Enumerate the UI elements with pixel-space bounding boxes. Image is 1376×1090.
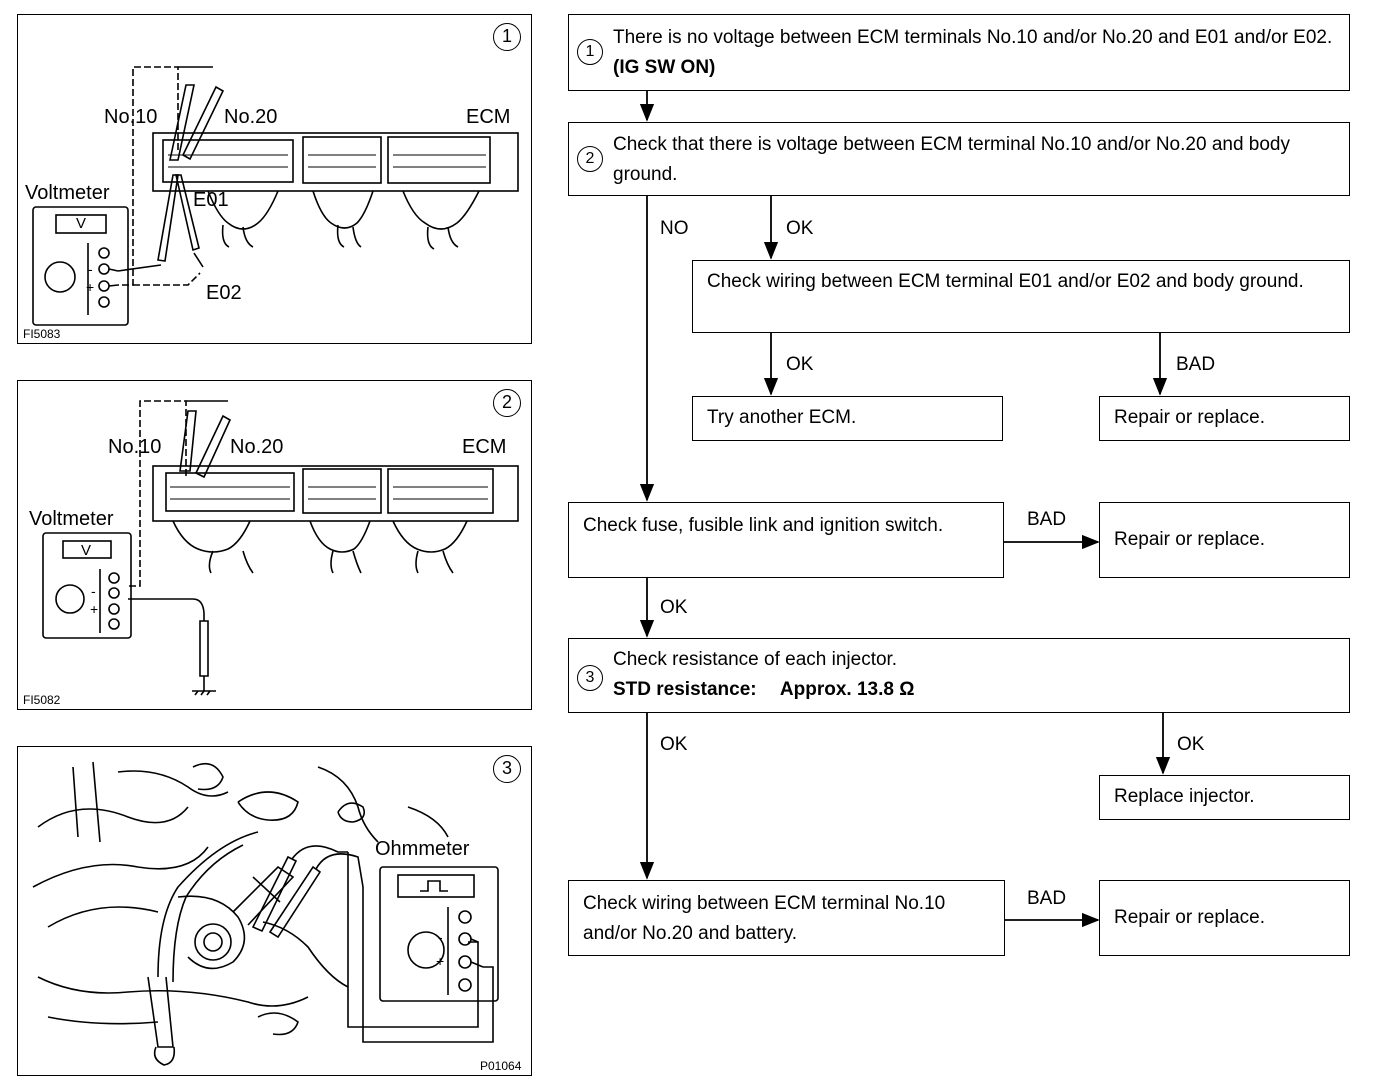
- wiring-ground-box: Check wiring between ECM terminal E01 an…: [692, 260, 1350, 333]
- label-ecm: ECM: [466, 106, 511, 128]
- std-resistance-value: Approx. 13.8 Ω: [779, 679, 915, 700]
- step-1-condition: (IG SW ON): [613, 57, 716, 78]
- figure-2-number: 2: [493, 389, 521, 417]
- label-no20: No.20: [230, 436, 284, 458]
- wiring-battery-box: Check wiring between ECM terminal No.10 …: [568, 880, 1005, 956]
- label-no10: No.10: [108, 436, 162, 458]
- try-another-ecm-box: Try another ECM.: [692, 396, 1003, 441]
- step-2-text: Check that there is voltage between ECM …: [613, 134, 1290, 185]
- label-e01: E01: [193, 189, 229, 211]
- meter-minus: -: [91, 583, 96, 599]
- figure-3-number: 3: [493, 755, 521, 783]
- repair-text-2: Repair or replace.: [1114, 529, 1266, 550]
- figure-2-code: FI5082: [23, 693, 61, 707]
- step-1-box: 1 There is no voltage between ECM termin…: [568, 14, 1350, 91]
- step-1-number: 1: [577, 39, 603, 65]
- try-another-ecm-text: Try another ECM.: [707, 407, 857, 428]
- label-ohmmeter: Ohmmeter: [375, 838, 470, 860]
- figure-1-illustration: [32, 66, 519, 326]
- label-voltmeter: Voltmeter: [25, 182, 110, 204]
- figure-2-panel: 2 No.10 No.20 ECM Voltmeter V - + FI5082: [17, 380, 532, 710]
- label-ok-b: OK: [786, 354, 814, 375]
- meter-plus: +: [90, 601, 99, 617]
- label-bad-c: BAD: [1027, 888, 1067, 909]
- wiring-battery-text: Check wiring between ECM terminal No.10 …: [583, 893, 946, 944]
- label-ok-e: OK: [1177, 734, 1205, 755]
- label-voltmeter: Voltmeter: [29, 508, 114, 530]
- figure-3-code: P01064: [480, 1059, 522, 1073]
- meter-face-v: V: [81, 542, 92, 559]
- figure-1-number: 1: [493, 23, 521, 51]
- repair-text-1: Repair or replace.: [1114, 407, 1266, 428]
- label-ok-a: OK: [786, 218, 814, 239]
- wiring-ground-text: Check wiring between ECM terminal E01 an…: [707, 271, 1304, 292]
- repair-text-3: Repair or replace.: [1114, 907, 1266, 928]
- figure-3-illustration: [32, 761, 499, 1066]
- label-no: NO: [660, 218, 689, 239]
- figure-1-code: FI5083: [23, 327, 61, 341]
- repair-box-2: Repair or replace.: [1099, 502, 1350, 578]
- step-3-text: Check resistance of each injector.: [613, 649, 898, 670]
- repair-box-3: Repair or replace.: [1099, 880, 1350, 956]
- label-e02: E02: [206, 282, 242, 304]
- step-2-number: 2: [577, 146, 603, 172]
- replace-injector-box: Replace injector.: [1099, 775, 1350, 820]
- label-bad-a: BAD: [1176, 354, 1216, 375]
- label-ok-d: OK: [660, 734, 688, 755]
- step-1-text: There is no voltage between ECM terminal…: [613, 27, 1333, 48]
- fuse-check-box: Check fuse, fusible link and ignition sw…: [568, 502, 1004, 578]
- meter-plus: +: [86, 279, 95, 295]
- meter-face-v: V: [76, 215, 87, 232]
- step-3-number: 3: [577, 665, 603, 691]
- label-no20: No.20: [224, 106, 278, 128]
- step-2-box: 2 Check that there is voltage between EC…: [568, 122, 1350, 196]
- meter-minus: -: [438, 929, 443, 945]
- figure-2-illustration: [42, 400, 519, 696]
- figure-1-panel: 1 No.10 No.20 ECM Voltmeter E01 E02 V - …: [17, 14, 532, 344]
- replace-injector-text: Replace injector.: [1114, 786, 1255, 807]
- label-ok-c: OK: [660, 597, 688, 618]
- step-3-box: 3 Check resistance of each injector. STD…: [568, 638, 1350, 713]
- label-bad-b: BAD: [1027, 509, 1067, 530]
- repair-box-1: Repair or replace.: [1099, 396, 1350, 441]
- figure-3-panel: 3 Ohmmeter - + P01064: [17, 746, 532, 1076]
- label-ecm: ECM: [462, 436, 507, 458]
- meter-minus: -: [88, 261, 93, 277]
- std-resistance-label: STD resistance:: [613, 679, 757, 700]
- meter-plus: +: [436, 953, 445, 969]
- label-no10: No.10: [104, 106, 158, 128]
- fuse-check-text: Check fuse, fusible link and ignition sw…: [583, 515, 944, 536]
